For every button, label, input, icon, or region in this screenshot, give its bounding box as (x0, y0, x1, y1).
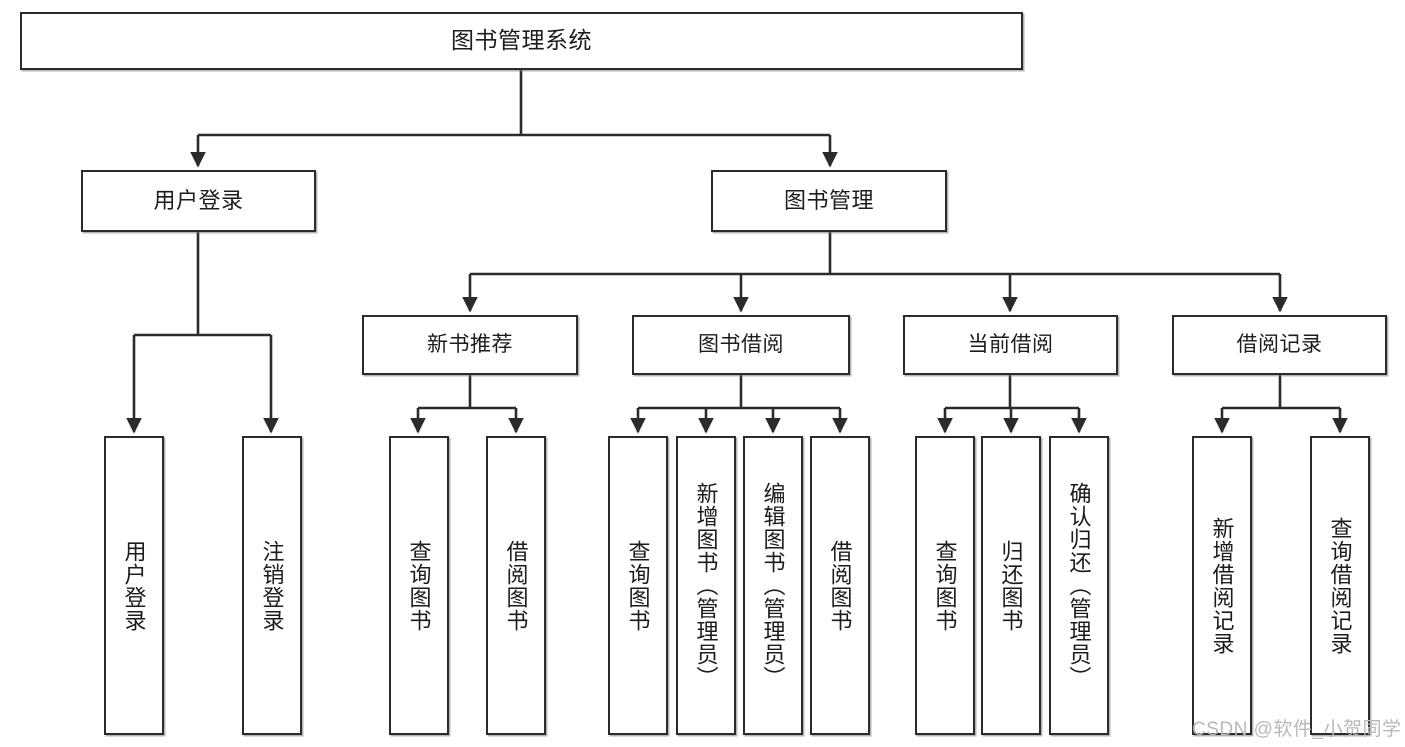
node-leaf-add-book-label: 新增图书（管理员） (693, 482, 719, 689)
node-root-label: 图书管理系统 (451, 27, 592, 54)
node-leaf-confirm-return[interactable]: 确认归还（管理员） (1049, 436, 1109, 735)
node-leaf-return-book-label: 归还图书 (998, 539, 1024, 632)
node-book-borrow-label: 图书借阅 (698, 332, 784, 356)
node-leaf-borrow-book-1-label: 借阅图书 (503, 539, 529, 632)
node-leaf-confirm-return-label: 确认归还（管理员） (1066, 482, 1092, 689)
node-borrow-record-label: 借阅记录 (1236, 332, 1323, 356)
node-new-book-recommend-label: 新书推荐 (427, 332, 513, 356)
node-leaf-query-record[interactable]: 查询借阅记录 (1310, 436, 1370, 735)
node-leaf-query-book-2-label: 查询图书 (625, 539, 651, 632)
node-current-borrow[interactable]: 当前借阅 (903, 315, 1118, 375)
node-leaf-user-login-label: 用户登录 (121, 539, 147, 632)
node-leaf-logout-login[interactable]: 注销登录 (242, 436, 302, 735)
node-new-book-recommend[interactable]: 新书推荐 (362, 315, 578, 375)
node-book-borrow[interactable]: 图书借阅 (632, 315, 850, 375)
node-leaf-query-book-2[interactable]: 查询图书 (608, 436, 668, 735)
node-leaf-borrow-book-2[interactable]: 借阅图书 (810, 436, 870, 735)
node-book-management[interactable]: 图书管理 (711, 170, 947, 232)
node-leaf-user-login[interactable]: 用户登录 (104, 436, 164, 735)
node-leaf-add-record-label: 新增借阅记录 (1209, 516, 1235, 655)
node-current-borrow-label: 当前借阅 (967, 332, 1054, 356)
node-leaf-logout-login-label: 注销登录 (259, 539, 285, 632)
node-leaf-add-record[interactable]: 新增借阅记录 (1192, 436, 1252, 735)
node-leaf-query-record-label: 查询借阅记录 (1327, 516, 1353, 655)
node-leaf-query-book-1[interactable]: 查询图书 (389, 436, 449, 735)
node-leaf-borrow-book-1[interactable]: 借阅图书 (486, 436, 546, 735)
node-leaf-query-book-1-label: 查询图书 (406, 539, 432, 632)
node-leaf-edit-book-label: 编辑图书（管理员） (760, 482, 786, 689)
node-user-login-label: 用户登录 (153, 188, 244, 214)
node-user-login[interactable]: 用户登录 (81, 170, 316, 232)
node-borrow-record[interactable]: 借阅记录 (1172, 315, 1387, 375)
node-leaf-return-book[interactable]: 归还图书 (981, 436, 1041, 735)
node-leaf-add-book[interactable]: 新增图书（管理员） (676, 436, 736, 735)
node-leaf-query-book-3-label: 查询图书 (932, 539, 958, 632)
node-book-management-label: 图书管理 (783, 188, 874, 214)
csdn-watermark: CSDN @软件_小贺同学 (1192, 719, 1402, 740)
node-root[interactable]: 图书管理系统 (20, 12, 1023, 70)
node-leaf-borrow-book-2-label: 借阅图书 (827, 539, 853, 632)
node-leaf-query-book-3[interactable]: 查询图书 (915, 436, 975, 735)
node-leaf-edit-book[interactable]: 编辑图书（管理员） (743, 436, 803, 735)
